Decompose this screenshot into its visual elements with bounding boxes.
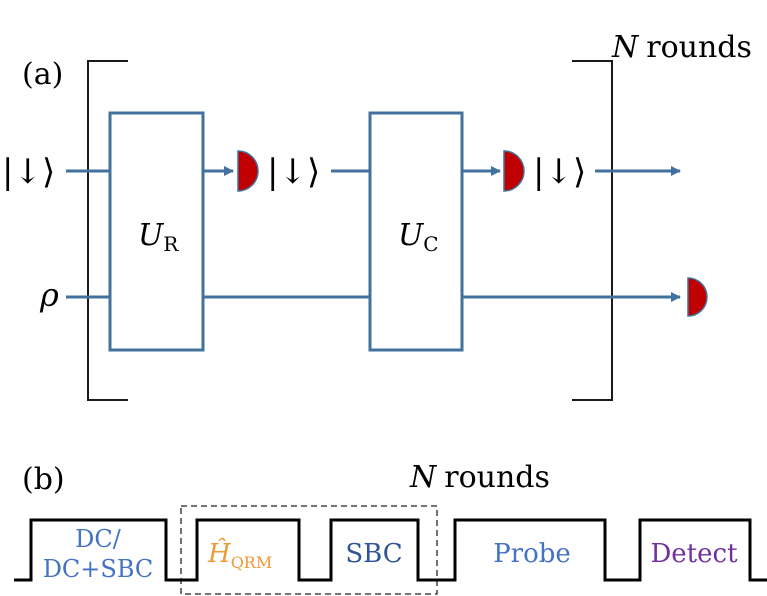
- pulse-sequence: [14, 518, 767, 582]
- rho-label: ρ: [39, 276, 59, 314]
- ket-down-mid: |↓⟩: [267, 152, 320, 192]
- pulse-dc-label-2: DC+SBC: [43, 555, 154, 583]
- gate-u-c: [368, 111, 464, 352]
- detector-icon-1: [237, 150, 259, 192]
- panel-a-label: (a): [22, 57, 63, 92]
- round-dashed-box: [180, 505, 438, 595]
- gate-u-c-label: UC: [398, 218, 439, 256]
- pulse-probe-label: Probe: [493, 539, 571, 569]
- left-bracket: [87, 60, 128, 401]
- pulse-detect-label: Detect: [650, 539, 738, 569]
- panel-b-label: (b): [22, 462, 65, 497]
- gate-u-r: [108, 111, 205, 352]
- right-bracket: [572, 60, 613, 401]
- detector-icon-2: [503, 150, 525, 192]
- ket-down-input: |↓⟩: [2, 152, 55, 192]
- pulse-hqrm-label: ĤQRM: [207, 537, 272, 572]
- pulse-sbc-label: SBC: [345, 539, 402, 569]
- pulse-dc-label-1: DC/: [75, 525, 122, 553]
- detector-icon-3: [687, 277, 708, 317]
- gate-u-r-label: UR: [138, 218, 179, 256]
- ket-down-out: |↓⟩: [533, 152, 586, 192]
